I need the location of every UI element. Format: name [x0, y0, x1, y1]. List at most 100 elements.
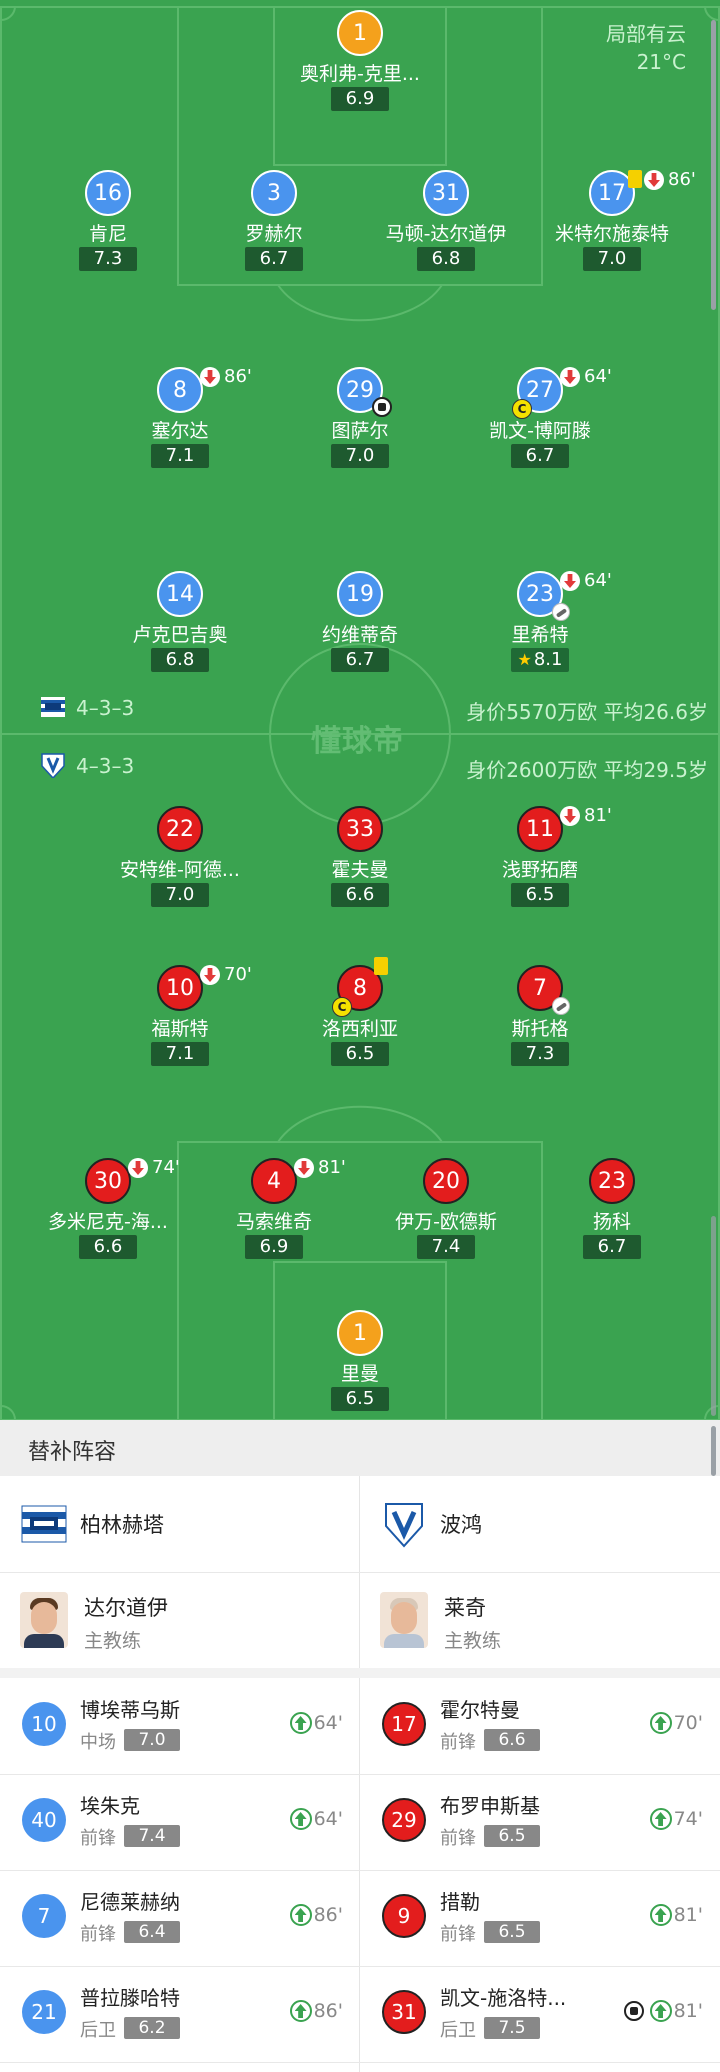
- sub-number: 31: [382, 1990, 426, 2034]
- away-player-card[interactable]: 1 里曼 6.5: [260, 1310, 460, 1420]
- away-sub-row[interactable]: 31 凯文-施洛特... 后卫 7.5 81': [360, 1966, 719, 2062]
- sub-out-icon: [560, 571, 580, 591]
- home-player-card[interactable]: 14 卢克巴吉奥 6.8: [80, 571, 280, 681]
- sub-out-icon: [200, 367, 220, 387]
- away-team-name: 波鸿: [440, 1513, 482, 1537]
- home-player-card[interactable]: 8 86' 塞尔达 7.1: [80, 366, 280, 477]
- away-player-card[interactable]: 11 81' 浅野拓磨 6.5: [440, 805, 640, 916]
- home-player-card[interactable]: 23 64' 里希特 ★8.1: [440, 570, 640, 681]
- away-player-card[interactable]: 20 伊万-欧德斯 7.4: [346, 1158, 546, 1268]
- home-sub-row[interactable]: 40 埃朱克 前锋 7.4 64': [0, 1774, 359, 1870]
- bochum-badge-icon: [41, 753, 65, 778]
- player-number: 1: [337, 10, 383, 56]
- subs-scrollbar[interactable]: [711, 1426, 716, 1476]
- away-sub-row[interactable]: 9 措勒 前锋 6.5 81': [360, 1870, 719, 1966]
- player-rating: 6.7: [583, 1235, 641, 1259]
- sub-in-icon: [649, 1904, 672, 1926]
- away-player-card[interactable]: 33 霍夫曼 6.6: [260, 806, 460, 916]
- player-number: 31: [423, 170, 469, 216]
- home-player-card[interactable]: 3 罗赫尔 6.7: [174, 170, 374, 280]
- home-player-card[interactable]: 1 奥利弗-克里... 6.9: [260, 10, 460, 120]
- home-player-card[interactable]: 19 约维蒂奇 6.7: [260, 571, 460, 681]
- hertha-badge-icon: [41, 697, 65, 717]
- sub-out-icon: [128, 1158, 148, 1178]
- weather-condition: 局部有云: [606, 22, 686, 46]
- sub-name: 埃朱克: [80, 1794, 140, 1818]
- away-player-card[interactable]: 22 安特维-阿德... 7.0: [80, 806, 280, 916]
- away-player-card[interactable]: 4 81' 马索维奇 6.9: [174, 1157, 374, 1268]
- home-coach[interactable]: 达尔道伊 主教练: [0, 1572, 359, 1668]
- player-rating: 6.5: [331, 1042, 389, 1066]
- player-rating: ★8.1: [511, 648, 569, 672]
- player-name: 卢克巴吉奥: [132, 624, 228, 646]
- away-team-stats: 身价2600万欧 平均29.5岁: [466, 758, 708, 782]
- sub-name: 凯文-施洛特...: [440, 1986, 567, 2010]
- sub-in-time: 81': [623, 2000, 703, 2022]
- weather-temperature: 21°C: [636, 50, 686, 74]
- player-rating: 6.9: [331, 87, 389, 111]
- sub-in-minute: 64': [313, 1808, 343, 1830]
- sub-out-icon: [644, 170, 664, 190]
- coach-role: 主教练: [84, 1630, 142, 1652]
- player-rating: 7.0: [151, 883, 209, 907]
- player-name: 马顿-达尔道伊: [385, 223, 507, 245]
- home-player-card[interactable]: 17 86' 米特尔施泰特 7.0: [512, 169, 712, 280]
- sub-number: 21: [22, 1990, 66, 2034]
- home-sub-row[interactable]: 21 普拉滕哈特 后卫 6.2 86': [0, 1966, 359, 2062]
- section-gap: [0, 1668, 720, 1678]
- avatar-face: [31, 1602, 57, 1634]
- subs-section-header: 替补阵容: [0, 1420, 720, 1476]
- player-name: 扬科: [592, 1211, 631, 1233]
- home-sub-row[interactable]: 7 尼德莱赫纳 前锋 6.4 86': [0, 1870, 359, 1966]
- coach-avatar: [380, 1592, 428, 1648]
- sub-in-time: 86': [289, 2000, 343, 2022]
- subs-title: 替补阵容: [28, 1440, 117, 1465]
- player-name: 斯托格: [511, 1018, 569, 1040]
- sub-number: 29: [382, 1798, 426, 1842]
- player-number: 7: [517, 965, 563, 1011]
- player-number: 16: [85, 170, 131, 216]
- sub-out-time: 74': [152, 1157, 180, 1178]
- coach-avatar: [20, 1592, 68, 1648]
- sub-in-time: 81': [649, 1904, 703, 1926]
- away-team-header[interactable]: 波鸿: [360, 1476, 719, 1572]
- sub-in-time: 64': [289, 1712, 343, 1734]
- pitch-scrollbar[interactable]: [711, 20, 716, 310]
- sub-in-time: 86': [289, 1904, 343, 1926]
- player-name: 凯文-博阿滕: [489, 420, 591, 442]
- away-player-card[interactable]: 23 扬科 6.7: [512, 1158, 712, 1268]
- player-name: 伊万-欧德斯: [395, 1211, 497, 1233]
- away-sub-row[interactable]: 29 布罗申斯基 前锋 6.5 74': [360, 1774, 719, 1870]
- sub-in-minute: 70': [673, 1712, 703, 1734]
- away-player-card[interactable]: 8 C 洛西利亚 6.5: [260, 957, 460, 1075]
- player-name: 里希特: [511, 624, 569, 646]
- sub-in-time: 70': [649, 1712, 703, 1734]
- home-team-header[interactable]: 柏林赫塔: [0, 1476, 359, 1572]
- player-number: 4: [251, 1158, 297, 1204]
- home-player-card[interactable]: 31 马顿-达尔道伊 6.8: [346, 170, 546, 280]
- sub-out-icon: [560, 806, 580, 826]
- home-player-card[interactable]: 29 图萨尔 7.0: [260, 367, 460, 477]
- player-rating: 6.8: [151, 648, 209, 672]
- goal-ball-icon: [623, 2001, 644, 2021]
- pitch-lines: [0, 6, 720, 1420]
- sub-out-time: 81': [584, 805, 612, 826]
- home-player-card[interactable]: 16 肯尼 7.3: [8, 170, 208, 280]
- away-coach[interactable]: 莱奇 主教练: [360, 1572, 719, 1668]
- away-player-card[interactable]: 7 斯托格 7.3: [440, 965, 640, 1075]
- yellow-card-icon: [628, 170, 642, 188]
- player-name: 马索维奇: [235, 1211, 312, 1233]
- away-sub-row[interactable]: 17 霍尔特曼 前锋 6.6 70': [360, 1678, 719, 1774]
- pitch-scrollbar-lower[interactable]: [711, 1216, 716, 1416]
- sub-rating: 7.5: [484, 2017, 540, 2039]
- away-player-card[interactable]: 10 70' 福斯特 7.1: [80, 964, 280, 1075]
- player-number: 27: [517, 367, 563, 413]
- player-number: 33: [337, 806, 383, 852]
- player-rating: 6.7: [245, 247, 303, 271]
- player-rating: 6.7: [511, 444, 569, 468]
- home-sub-row[interactable]: 10 博埃蒂乌斯 中场 7.0 64': [0, 1678, 359, 1774]
- sub-in-icon: [289, 1808, 312, 1830]
- home-player-card[interactable]: 27 C 64' 凯文-博阿滕 6.7: [440, 366, 640, 477]
- away-player-card[interactable]: 30 74' 多米尼克-海... 6.6: [8, 1157, 208, 1268]
- goal-ball-icon: [372, 397, 392, 417]
